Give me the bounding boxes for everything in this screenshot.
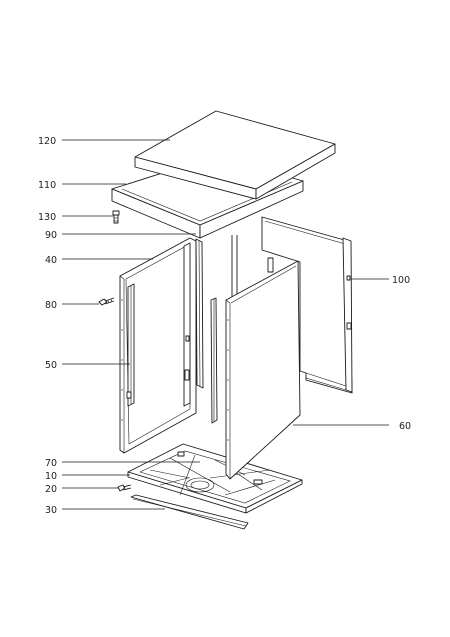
label-screw-top: 130 [38,212,56,223]
back-panel [261,216,353,394]
label-screw-left: 80 [45,300,57,311]
label-left-side-frame: 40 [45,255,57,266]
label-back-panel: 100 [392,275,410,286]
label-base-screw: 20 [45,484,57,495]
label-right-side-panel: 60 [399,421,411,432]
label-base-plate: 10 [45,471,57,482]
middle-trim [210,297,218,424]
base-plate [127,443,303,514]
label-left-side-panel: 50 [45,360,57,371]
screw-left-part [98,297,115,306]
callout-labels: 120 110 130 90 40 80 50 70 10 20 30 100 … [38,136,411,516]
top-panel [134,110,336,200]
left-side-assembly [119,237,197,454]
label-top-frame: 110 [38,180,56,191]
label-kick-strip: 30 [45,505,57,516]
right-side-panel [225,260,301,480]
screw-top-part [112,210,120,224]
label-base-clip: 70 [45,458,57,469]
rear-post [231,235,274,300]
leader-lines [62,139,389,510]
kick-strip [130,494,249,530]
label-top-panel: 120 [38,136,56,147]
base-screw-part [117,484,132,492]
label-front-trim: 90 [45,230,57,241]
front-trim [195,238,204,389]
